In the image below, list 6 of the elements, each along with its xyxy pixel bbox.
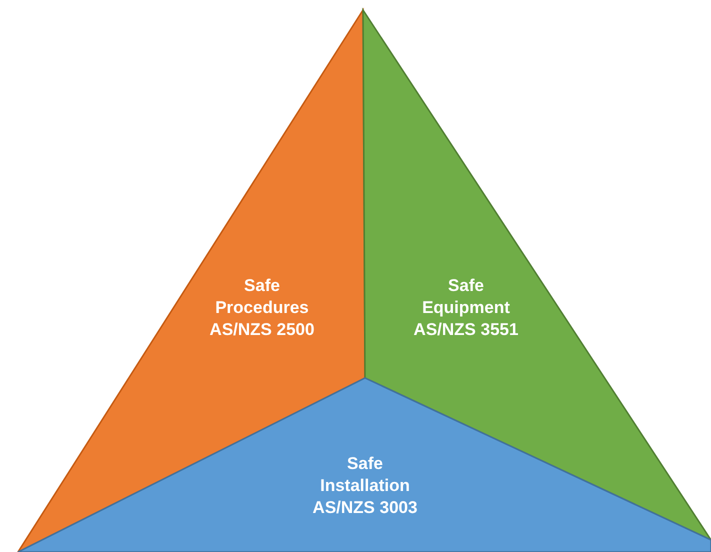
segment-title: Safe Installation bbox=[319, 453, 411, 497]
standard-code: AS/NZS 3003 bbox=[312, 497, 418, 519]
segment-title: Safe Equipment bbox=[421, 275, 511, 319]
standard-code: AS/NZS 3551 bbox=[414, 319, 518, 341]
standard-code: AS/NZS 2500 bbox=[210, 319, 314, 341]
segment-title: Safe Procedures bbox=[214, 275, 310, 319]
